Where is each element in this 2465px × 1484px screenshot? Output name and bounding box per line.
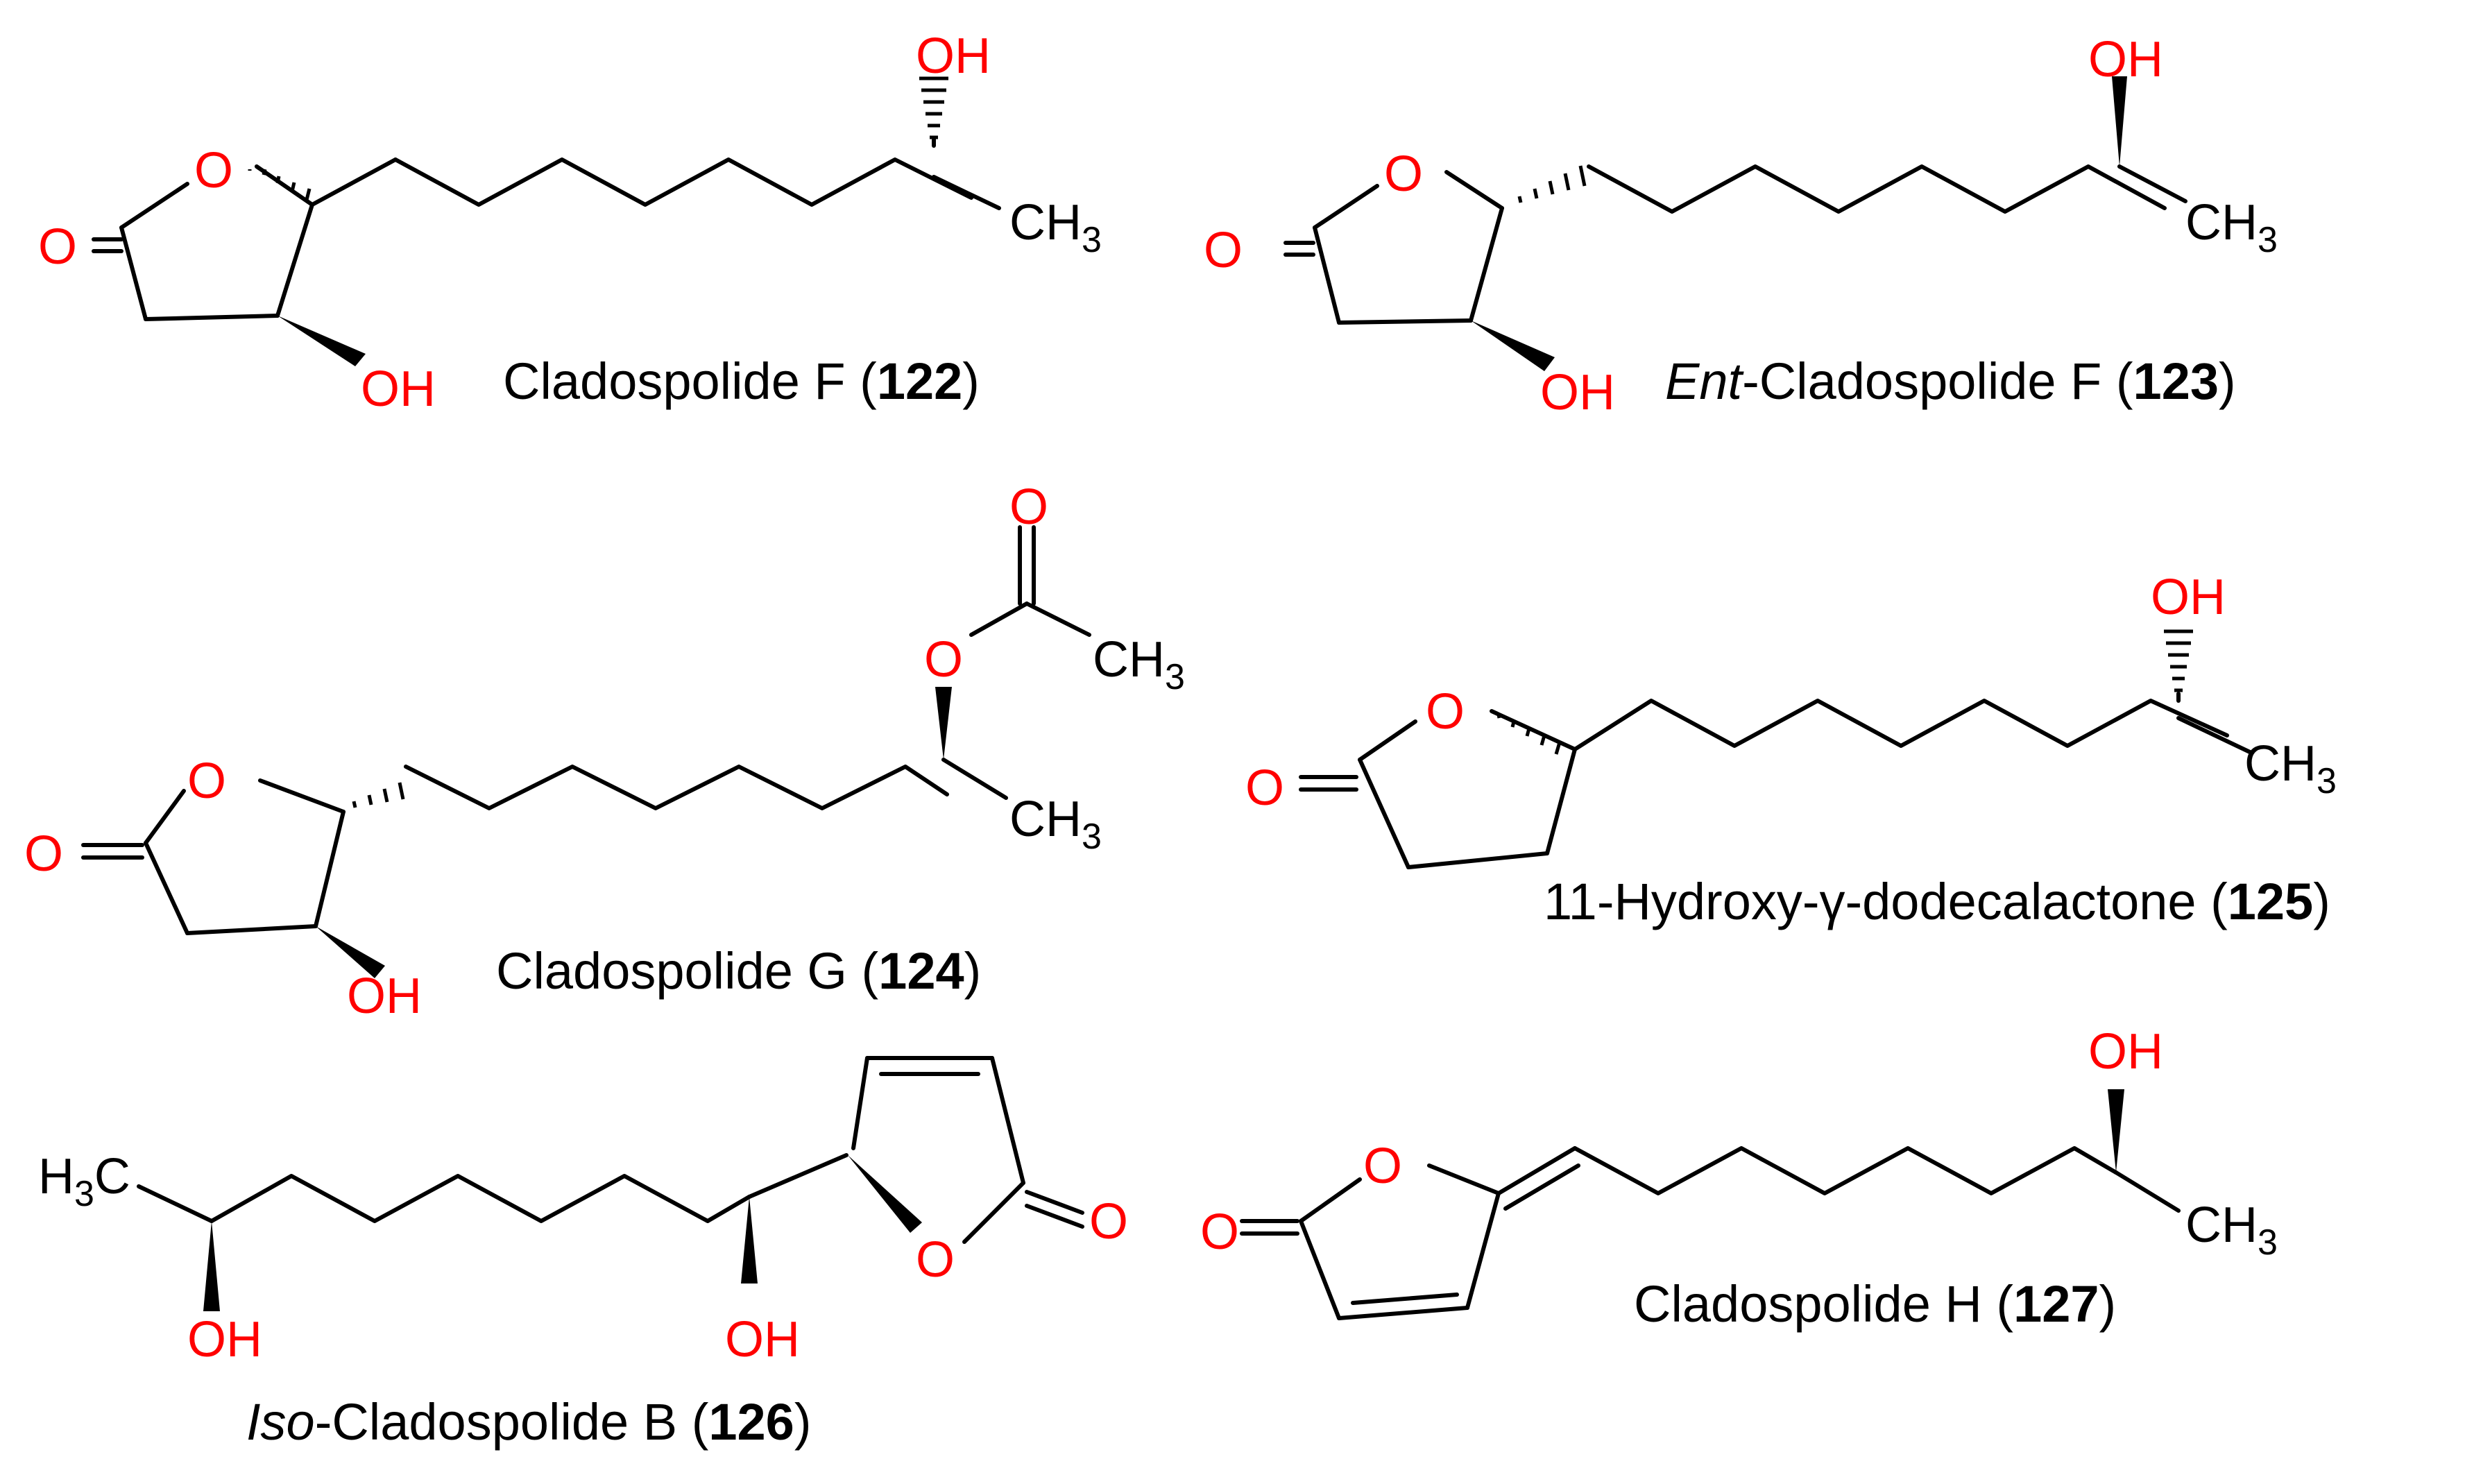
methyl-122: CH3	[1009, 195, 1102, 260]
ring-oxygen-122: O	[194, 143, 233, 198]
structure-125: O O OH CH3	[1245, 570, 2337, 869]
carbonyl-oxygen-127: O	[1200, 1204, 1239, 1260]
carbonyl-oxygen-126: O	[1089, 1194, 1128, 1250]
hydroxyl-123-chain: OH	[2088, 32, 2163, 87]
hydroxyl-126-right: OH	[725, 1312, 800, 1367]
caption-124: Cladospolide G (124)	[496, 942, 981, 1000]
carbonyl-oxygen-122: O	[38, 219, 77, 275]
caption-123: Ent-Cladospolide F (123)	[1665, 352, 2236, 410]
caption-127: Cladospolide H (127)	[1634, 1275, 2116, 1333]
methyl-126: H3C	[38, 1149, 130, 1214]
hydroxyl-122-ring: OH	[361, 361, 436, 417]
ring-oxygen-126: O	[916, 1232, 955, 1288]
ring-oxygen-123: O	[1384, 146, 1423, 202]
structure-127: O O OH CH3	[1200, 1024, 2278, 1320]
structure-126: H3C OH OH O O	[38, 1056, 1128, 1367]
structure-122: O O OH OH CH3	[38, 28, 1102, 417]
hydroxyl-126-left: OH	[187, 1312, 262, 1367]
hydroxyl-123-ring: OH	[1540, 365, 1615, 420]
methyl-123: CH3	[2185, 195, 2278, 260]
caption-122: Cladospolide F (122)	[503, 352, 980, 410]
caption-126: Iso-Cladospolide B (126)	[246, 1393, 811, 1451]
caption-125: 11-Hydroxy-γ-dodecalactone (125)	[1544, 873, 2330, 930]
acetyl-methyl-124: CH3	[1093, 632, 1185, 697]
methyl-127: CH3	[2185, 1197, 2278, 1263]
carbonyl-oxygen-123: O	[1204, 223, 1243, 278]
ring-oxygen-124: O	[187, 753, 226, 809]
carbonyl-oxygen-125: O	[1245, 760, 1284, 816]
structure-124: O O OH O O CH3 CH3	[24, 479, 1185, 1024]
hydroxyl-125: OH	[2151, 570, 2226, 625]
hydroxyl-124-ring: OH	[347, 969, 422, 1024]
carbonyl-oxygen-124: O	[24, 826, 63, 882]
ring-oxygen-127: O	[1363, 1138, 1402, 1194]
methyl-125: CH3	[2244, 736, 2337, 801]
ring-oxygen-125: O	[1426, 684, 1465, 740]
hydroxyl-127: OH	[2088, 1024, 2163, 1080]
acetyl-oxygen-124: O	[1009, 479, 1048, 535]
methyl-124: CH3	[1009, 792, 1102, 857]
hydroxyl-122-chain: OH	[916, 28, 991, 84]
structure-123: O O OH OH CH3	[1204, 32, 2278, 420]
ester-oxygen-124: O	[924, 632, 963, 688]
